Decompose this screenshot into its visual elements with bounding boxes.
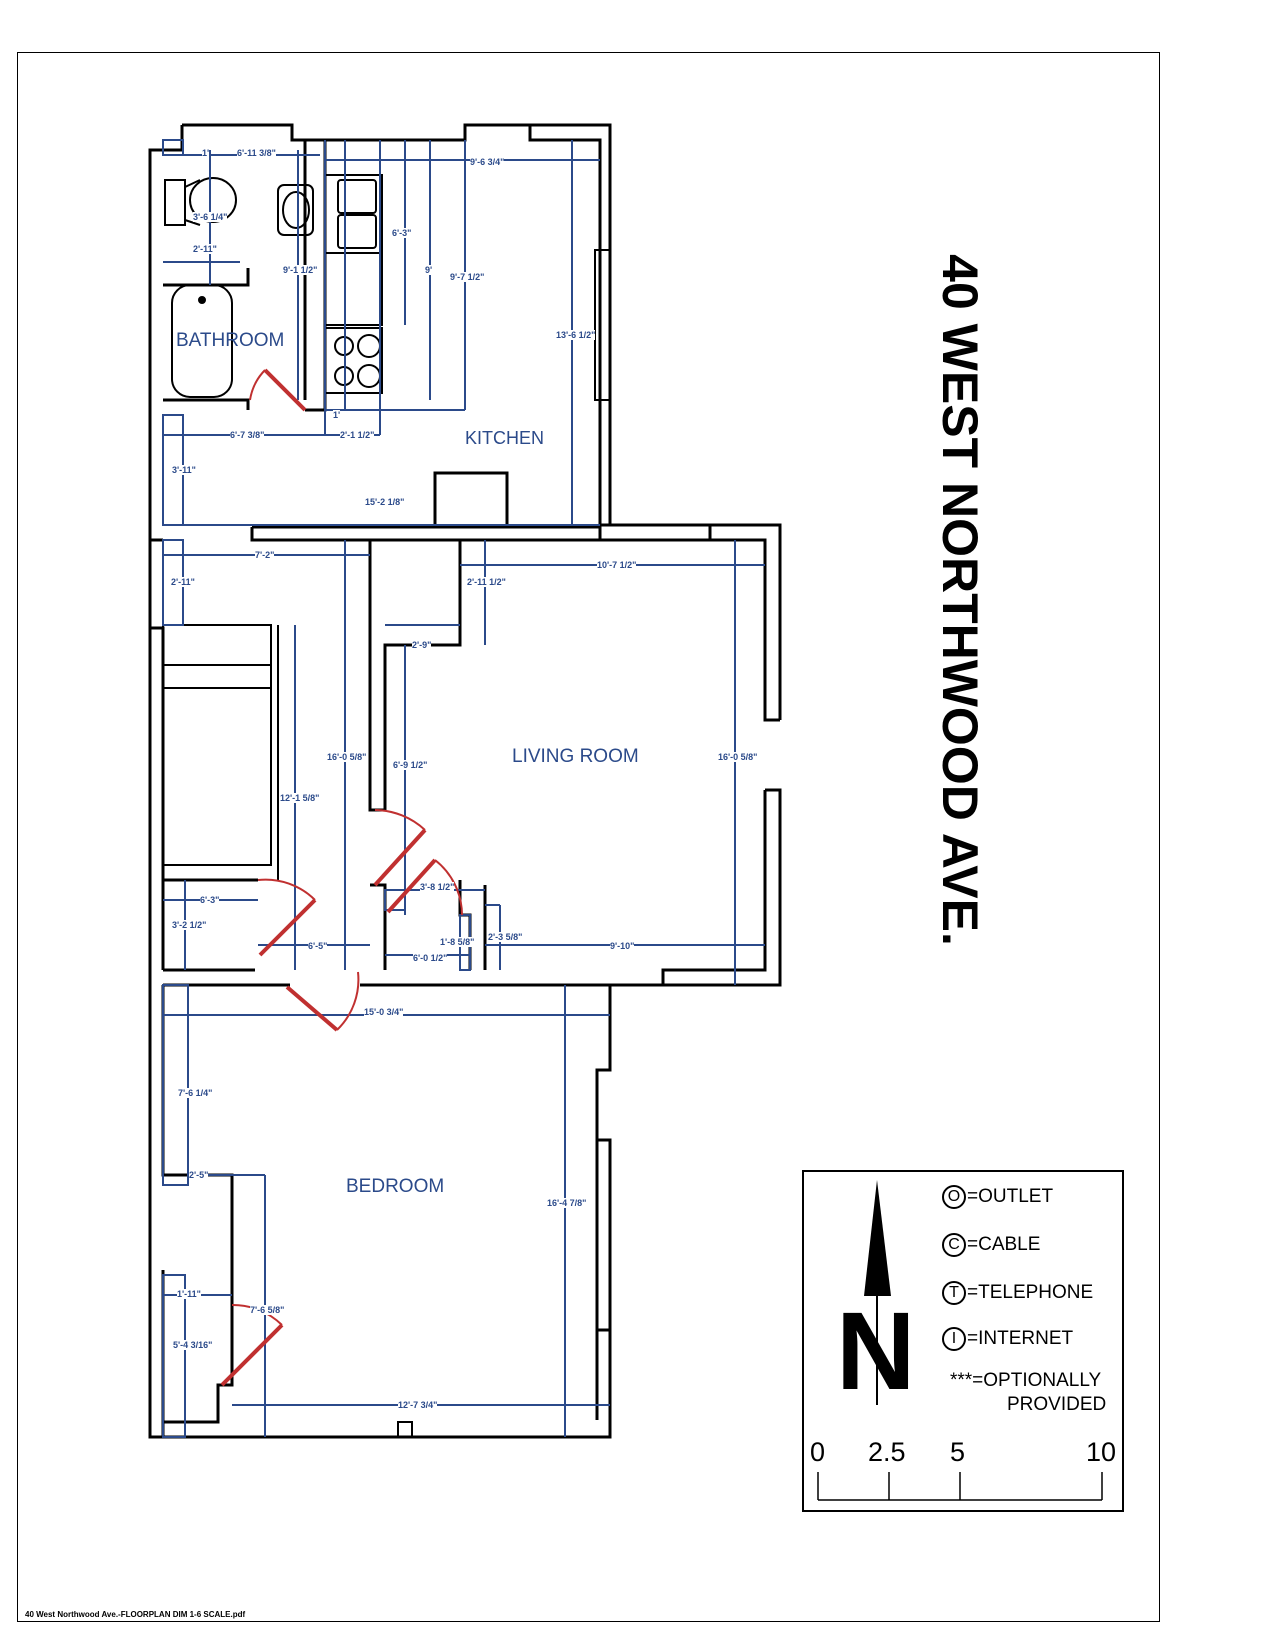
dimension-label: 1' [333, 410, 341, 420]
dimension-label: 3'-11" [172, 465, 196, 475]
address-title: 40 WEST NORTHWOOD AVE. [930, 195, 990, 1005]
dimension-label: 12'-7 3/4" [398, 1400, 438, 1410]
legend-item-telephone: T =TELEPHONE [942, 1281, 1093, 1305]
dimension-label: 16'-0 5/8" [718, 752, 758, 762]
north-arrow-icon [864, 1180, 891, 1405]
address-title-text: 40 WEST NORTHWOOD AVE. [932, 254, 988, 946]
dimension-label: 7'-6 5/8" [250, 1305, 285, 1315]
dimension-label: 9' [425, 265, 433, 275]
dimension-label: 15'-2 1/8" [365, 497, 405, 507]
room-label-living-room: LIVING ROOM [512, 746, 639, 767]
dimension-label: 3'-6 1/4" [193, 212, 228, 222]
dimension-label: 2'-5" [189, 1170, 209, 1180]
room-label-bedroom: BEDROOM [346, 1176, 445, 1197]
dimension-label: 5'-4 3/16" [173, 1340, 213, 1350]
north-label: N [836, 1290, 916, 1413]
legend-item-outlet: O =OUTLET [942, 1185, 1053, 1209]
dimension-label: 16'-4 7/8" [547, 1198, 587, 1208]
telephone-symbol-icon: T [942, 1281, 966, 1305]
dimension-label: 9'-6 3/4" [470, 157, 505, 167]
legend-label: =INTERNET [967, 1328, 1074, 1349]
dimension-label: 3'-8 1/2" [420, 882, 455, 892]
dimension-label: 9'-10" [610, 941, 635, 951]
legend-item-cable: C =CABLE [942, 1233, 1040, 1257]
doors [220, 368, 463, 1387]
dimension-label: 6'-3" [200, 895, 220, 905]
dimension-label: 2'-9" [412, 640, 432, 650]
scale-tick-label: 0 [810, 1437, 826, 1467]
fixtures [164, 174, 383, 398]
dimension-label: 7'-6 1/4" [178, 1088, 213, 1098]
dimension-label: 7'-2" [255, 550, 275, 560]
dimension-label: 2'-1 1/2" [340, 430, 375, 440]
walls [148, 123, 782, 1439]
footer-filename: 40 West Northwood Ave.-FLOORPLAN DIM 1-6… [25, 1610, 246, 1619]
room-label-bathroom: BATHROOM [176, 330, 285, 351]
dimension-label: 1'-11" [177, 1289, 201, 1299]
legend-label: =TELEPHONE [967, 1282, 1094, 1303]
legend-label: =OUTLET [967, 1186, 1054, 1207]
dimension-label: 9'-1 1/2" [283, 265, 318, 275]
outlet-symbol-icon: O [942, 1185, 966, 1209]
dimension-label: 10'-7 1/2" [597, 560, 637, 570]
dimension-label: 2'-11" [171, 577, 195, 587]
legend-box: N O =OUTLET C =CABLE T =TELEPHONE I =INT… [802, 1170, 1124, 1512]
legend-optional-line1: ***=OPTIONALLY [950, 1370, 1102, 1391]
dimension-label: 3'-2 1/2" [172, 920, 207, 930]
room-label-kitchen: KITCHEN [465, 428, 545, 448]
dimension-label: 6'-3" [392, 228, 412, 238]
drawing-sheet-border [17, 52, 1160, 1622]
dimension-label: 15'-0 3/4" [364, 1007, 404, 1017]
dimension-label: 1'-8 5/8" [440, 937, 475, 947]
cable-symbol-icon: C [942, 1233, 966, 1257]
dimension-label: 13'-6 1/2" [556, 330, 596, 340]
scale-tick-label: 10 [1086, 1437, 1117, 1467]
dimension-label: 16'-0 5/8" [327, 752, 367, 762]
dimension-label: 6'-11 3/8" [237, 148, 276, 158]
dimension-label: 2'-3 5/8" [488, 932, 523, 942]
legend-label: =CABLE [967, 1234, 1041, 1255]
dimension-label: 9'-7 1/2" [450, 272, 485, 282]
legend-item-internet: I =INTERNET [942, 1327, 1073, 1351]
dimension-label: 2'-11 1/2" [467, 577, 506, 587]
dimension-label: 12'-1 5/8" [280, 793, 320, 803]
dimension-label: 6'-9 1/2" [393, 760, 428, 770]
internet-symbol-icon: I [942, 1327, 966, 1351]
scale-tick-label: 5 [950, 1437, 966, 1467]
dimension-label: 6'-7 3/8" [230, 430, 265, 440]
scale-tick-label: 2.5 [868, 1437, 906, 1467]
dimension-label: 2'-11" [193, 244, 217, 254]
dimension-label: 1' [202, 148, 210, 158]
legend-optional-line2: PROVIDED [1007, 1394, 1107, 1415]
dimension-label: 6'-5" [308, 941, 328, 951]
scale-bar [817, 1472, 1103, 1501]
dimension-label: 6'-0 1/2" [413, 953, 448, 963]
